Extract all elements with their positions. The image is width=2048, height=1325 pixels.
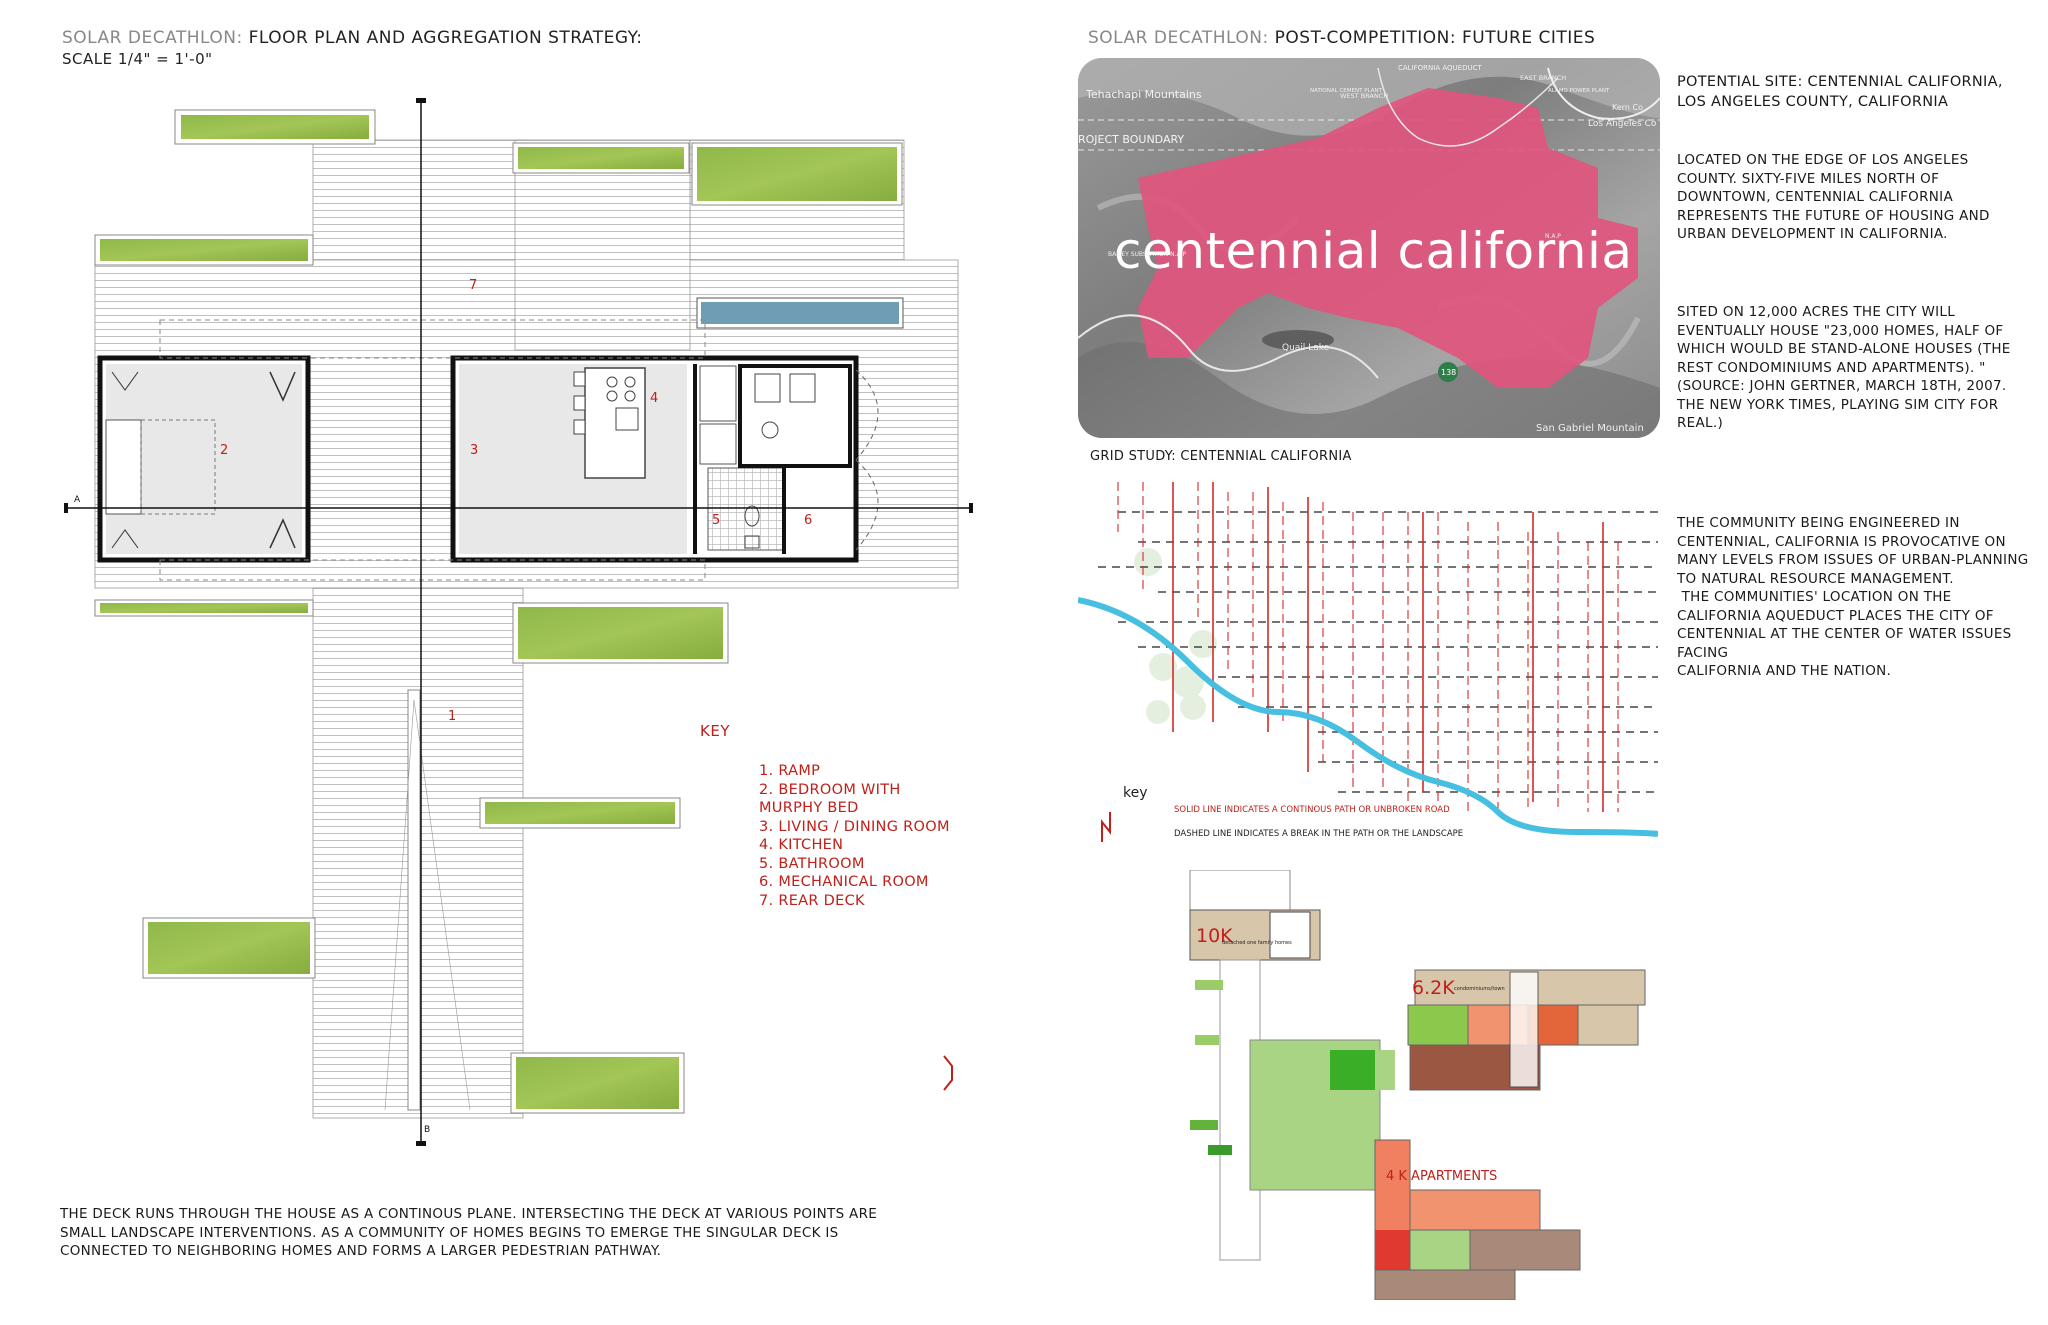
roof-overhang-top: [159, 319, 706, 359]
grid-key-dashed: DASHED LINE INDICATES A BREAK IN THE PAT…: [1174, 829, 1463, 839]
ramp-rail: [407, 689, 421, 1111]
site-title: POTENTIAL SITE: CENTENNIAL CALIFORNIA, L…: [1677, 74, 2003, 110]
map-label-la-county: Los Angeles Co: [1588, 119, 1657, 129]
bathroom-tile: [707, 467, 785, 551]
plan-scale: SCALE 1/4" = 1'-0": [62, 50, 213, 68]
grid-dashed-red: [1117, 482, 1619, 812]
module-bedroom: [97, 355, 311, 563]
site-paragraph-2: SITED ON 12,000 ACRES THE CITY WILL EVEN…: [1677, 304, 2011, 431]
map-label-san-gabriel: San Gabriel Mountain: [1536, 423, 1644, 434]
detached-label: detached one family homes: [1222, 940, 1292, 946]
apartments-label: 4 K APARTMENTS: [1386, 1169, 1497, 1184]
map-big-label: centennial california: [1114, 222, 1633, 280]
map-label-east-branch: EAST BRANCH: [1520, 74, 1566, 82]
right-header-prefix: SOLAR DECATHLON:: [1088, 28, 1269, 48]
room-label-bathroom: 5: [712, 513, 720, 528]
map-label-aqueduct: CALIFORNIA AQUEDUCT: [1398, 64, 1482, 72]
grid-key-solid: SOLID LINE INDICATES A CONTINOUS PATH OR…: [1174, 805, 1450, 815]
room-label-ramp: 1: [448, 709, 456, 724]
landscape-planters: [94, 109, 904, 1114]
map-label-cement-plant: NATIONAL CEMENT PLANT: [1310, 88, 1383, 94]
key-item-rear-deck: 7. REAR DECK: [759, 892, 865, 909]
map-label-project-boundary: ROJECT BOUNDARY: [1078, 133, 1184, 146]
grid-study-title: GRID STUDY: CENTENNIAL CALIFORNIA: [1090, 449, 1352, 464]
map-label-tehachapi: Tehachapi Mountains: [1085, 88, 1202, 101]
floor-plan-drawing: A B 1 2 3 4 5 6 7: [64, 98, 973, 1146]
key-item-kitchen: 4. KITCHEN: [759, 837, 844, 853]
room-label-bedroom: 2: [220, 443, 228, 458]
detached-count: 10K: [1196, 925, 1233, 947]
right-page-header: SOLAR DECATHLON: POST-COMPETITION: FUTUR…: [1088, 28, 1595, 48]
left-header-prefix: SOLAR DECATHLON:: [62, 28, 243, 48]
map-label-kern: Kern Co: [1612, 103, 1643, 112]
site-map: Tehachapi Mountains ROJECT BOUNDARY CALI…: [1078, 58, 1660, 438]
condo-count: 6.2K: [1412, 977, 1455, 999]
community-text: THE COMMUNITY BEING ENGINEERED IN CENTEN…: [1677, 514, 2032, 681]
condo-label: condominiums/town: [1454, 986, 1505, 992]
grid-dashed-lines: [1098, 511, 1658, 793]
kitchen-island: [584, 367, 646, 479]
deck-description: THE DECK RUNS THROUGH THE HOUSE AS A CON…: [60, 1206, 878, 1259]
room-label-kitchen: 4: [650, 391, 658, 406]
community-paragraph-1: THE COMMUNITY BEING ENGINEERED IN CENTEN…: [1677, 515, 2029, 587]
left-header-title: FLOOR PLAN AND AGGREGATION STRATEGY:: [248, 28, 643, 48]
map-label-substation: BAILEY SUBSTATION N.A.P: [1108, 251, 1186, 258]
quail-lake: [1262, 330, 1334, 350]
key-item-mechanical: 6. MECHANICAL ROOM: [759, 874, 929, 890]
grid-solid-red: [1172, 482, 1604, 812]
key-item-bedroom: 2. BEDROOM WITH MURPHY BED: [759, 781, 901, 817]
map-label-power-plant: ALAMO POWER PLANT: [1548, 88, 1610, 94]
roof-overhang-bottom: [159, 559, 706, 581]
site-paragraph-1: LOCATED ON THE EDGE OF LOS ANGELES COUNT…: [1677, 152, 1990, 242]
key-item-living: 3. LIVING / DINING ROOM: [759, 818, 950, 835]
map-label-west-branch: WEST BRANCH: [1340, 92, 1388, 100]
north-arrow-icon: [943, 1055, 953, 1091]
community-paragraph-2: THE COMMUNITIES' LOCATION ON THE CALIFOR…: [1677, 589, 2017, 661]
room-label-living: 3: [470, 443, 478, 458]
aggregation-diagram: 10K detached one family homes 6.2K condo…: [1189, 870, 1646, 1300]
plan-key-list: 1. RAMP 2. BEDROOM WITH MURPHY BED 3. LI…: [759, 762, 959, 910]
section-label-b: B: [424, 1125, 430, 1135]
map-label-route: 138: [1441, 368, 1456, 377]
right-header-title: POST-COMPETITION: FUTURE CITIES: [1274, 28, 1596, 48]
deck-middle-upper: [514, 139, 691, 351]
left-page-header: SOLAR DECATHLON: FLOOR PLAN AND AGGREGAT…: [62, 28, 643, 48]
grid-key-label: key: [1123, 785, 1148, 801]
grid-study-diagram: key SOLID LINE INDICATES A CONTINOUS PAT…: [1078, 482, 1658, 842]
map-label-nap: N.A.P: [1545, 233, 1561, 240]
section-label-a: A: [74, 495, 81, 505]
key-item-bathroom: 5. BATHROOM: [759, 855, 865, 872]
room-label-mechanical: 6: [804, 513, 812, 528]
room-label-rear-deck: 7: [469, 278, 477, 293]
plan-key-title: KEY: [700, 722, 730, 740]
map-label-quail-lake: Quail Lake: [1282, 343, 1330, 353]
key-item-ramp: 1. RAMP: [759, 763, 821, 779]
module-living: [450, 355, 879, 563]
project-boundary-area: [1138, 88, 1638, 388]
aqueduct-path: [1078, 597, 1658, 837]
community-paragraph-3: CALIFORNIA AND THE NATION.: [1677, 663, 1892, 679]
grid-north-arrow-icon: [1101, 812, 1111, 842]
